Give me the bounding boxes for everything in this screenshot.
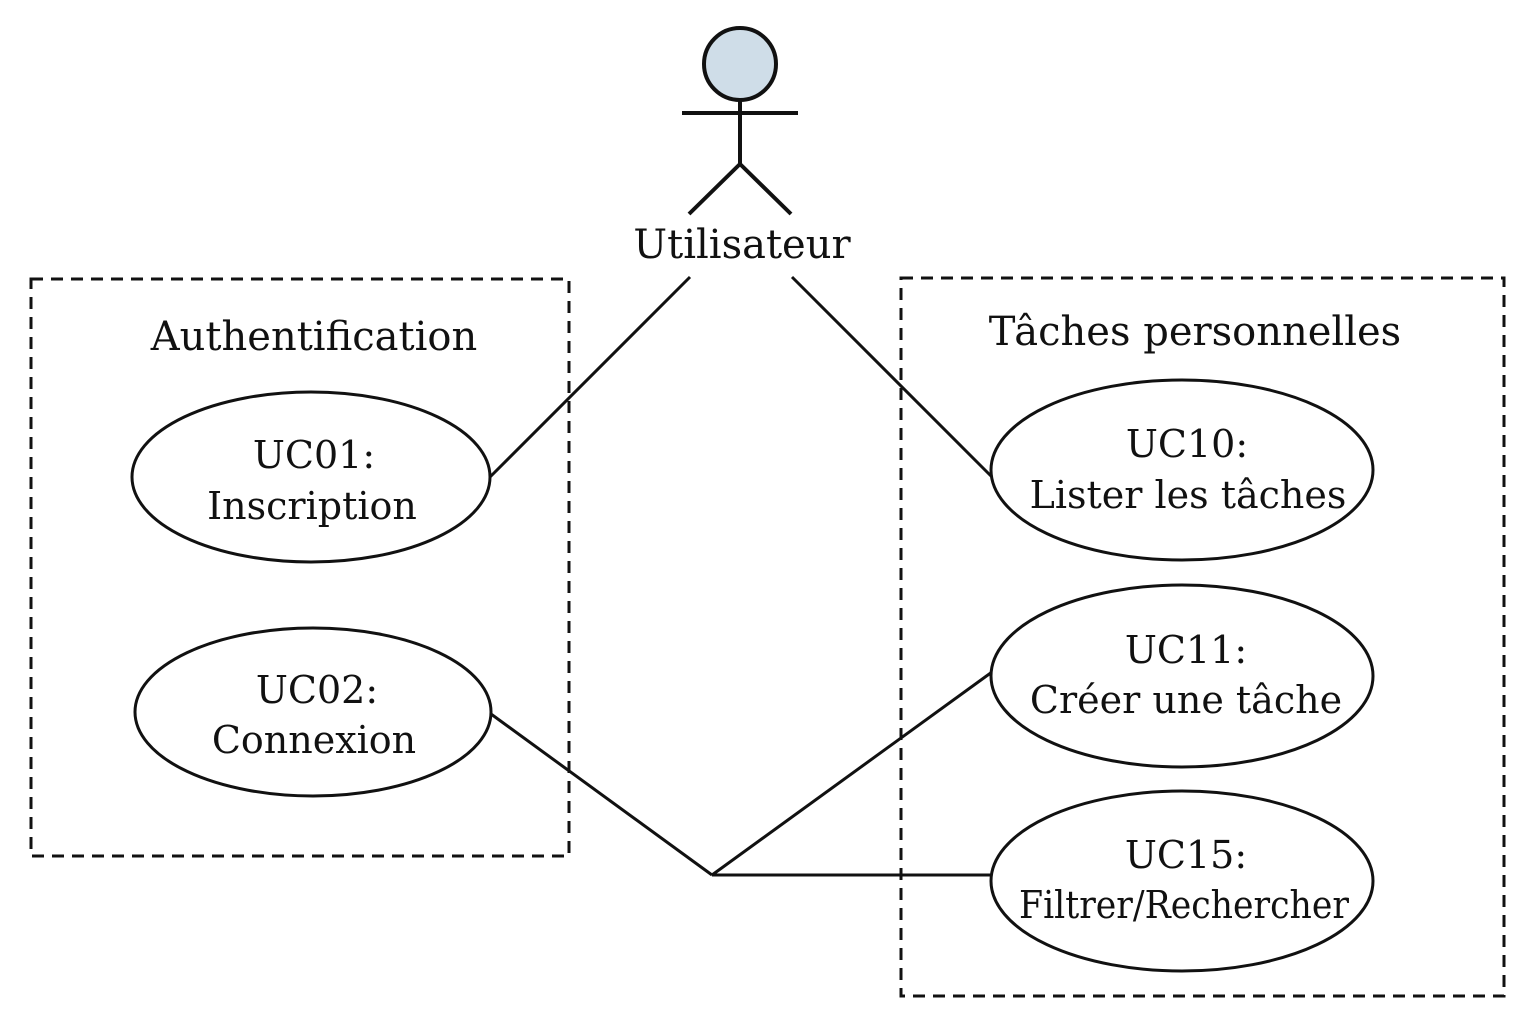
use-case-label: Lister les tâches <box>1030 473 1347 517</box>
association-actor-uc10 <box>790 275 994 479</box>
use-case-ellipse <box>133 626 493 798</box>
actor-utilisateur <box>682 26 798 216</box>
use-case-label: Filtrer/Rechercher <box>1019 883 1350 927</box>
actor-left-leg <box>687 162 742 216</box>
use-case-uc02: UC02: Connexion <box>133 626 493 798</box>
use-case-label: Créer une tâche <box>1030 678 1342 722</box>
use-case-uc11: UC11: Créer une tâche <box>989 583 1375 769</box>
use-case-id: UC01: <box>253 433 375 477</box>
use-case-id: UC02: <box>256 668 378 712</box>
taches-personnelles-boundary <box>899 276 1506 998</box>
taches-personnelles-title: Tâches personnelles <box>989 309 1401 355</box>
actor-label: Utilisateur <box>633 222 851 268</box>
association-junction-uc11 <box>711 670 993 877</box>
actor-right-leg <box>738 162 793 216</box>
use-case-label: Inscription <box>207 484 417 528</box>
authentification-boundary <box>29 277 571 858</box>
use-case-id: UC15: <box>1125 833 1247 877</box>
use-case-ellipse <box>130 390 492 564</box>
use-case-uc01: UC01: Inscription <box>130 390 492 564</box>
use-case-ellipse <box>989 789 1375 973</box>
actor-head <box>702 26 778 102</box>
association-actor-uc01 <box>488 275 692 479</box>
use-case-uc10: UC10: Lister les tâches <box>989 378 1375 562</box>
use-case-ellipse <box>989 378 1375 562</box>
use-case-id: UC11: <box>1125 628 1247 672</box>
authentification-title: Authentification <box>150 314 477 360</box>
use-case-uc15: UC15: Filtrer/Rechercher <box>989 789 1375 973</box>
use-case-ellipse <box>989 583 1375 769</box>
use-case-id: UC10: <box>1126 422 1248 466</box>
association-uc02-junction <box>490 712 713 877</box>
use-case-label: Connexion <box>212 718 416 762</box>
